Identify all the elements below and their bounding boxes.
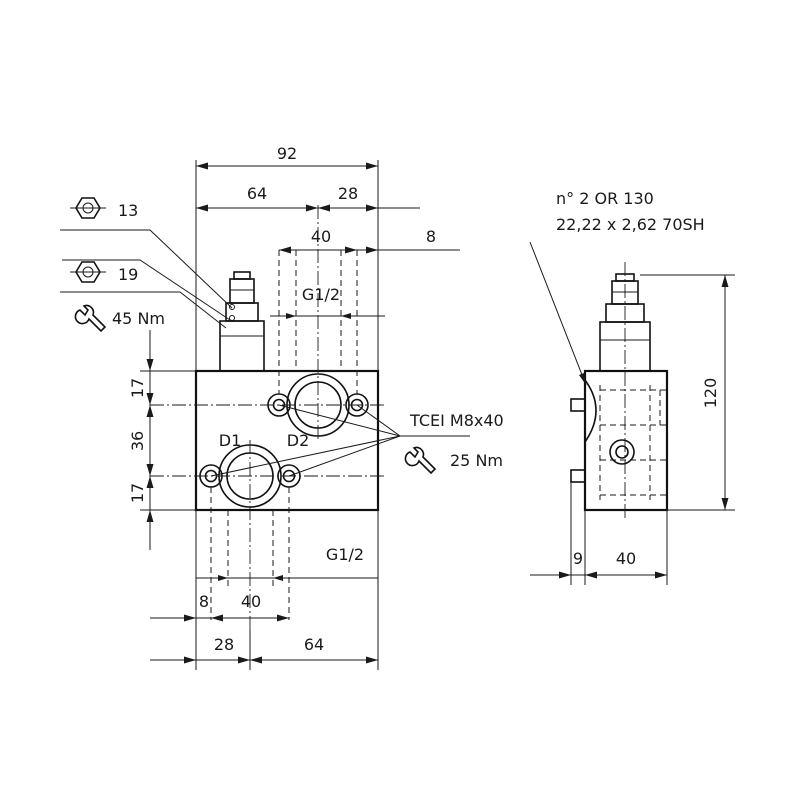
dim-vertical-bottom: 17 [128,483,147,503]
dim-port-spacing-top: 40 [311,227,331,246]
dim-bottom-right: 64 [304,635,324,654]
side-cartridge [599,273,651,372]
bolt-torque: 25 Nm [450,451,503,470]
dim-side-offset: 9 [573,549,583,568]
dim-port-spacing-bottom: 40 [241,592,261,611]
seal-line-2: 22,22 x 2,62 70SH [556,215,705,234]
wrench-size-small: 13 [118,201,138,220]
dim-vertical-middle: 36 [128,431,147,451]
port-thread-bottom: G1/2 [326,545,364,564]
port-d2-label: D2 [287,431,310,450]
port-d1-label: D1 [219,431,242,450]
bolt-spec: TCEI M8x40 [409,411,504,430]
dim-side-height: 120 [701,378,720,409]
hex-nut-icon [70,261,106,283]
wrench-size-large: 19 [118,265,138,284]
hex-nut-icon [70,197,106,219]
dim-left-segment: 64 [247,184,267,203]
wrench-icon [74,304,107,333]
front-cartridge [219,271,265,372]
dim-port-offset-top: 8 [426,227,436,246]
dim-bottom-left: 28 [214,635,234,654]
port-thread-top: G1/2 [302,285,340,304]
wrench-icon [404,446,437,475]
dim-side-width: 40 [616,549,636,568]
cartridge-torque: 45 Nm [112,309,165,328]
dim-vertical-top: 17 [128,378,147,398]
seal-line-1: n° 2 OR 130 [556,189,654,208]
dim-port-offset-bottom: 8 [199,592,209,611]
dim-overall-width: 92 [277,144,297,163]
dim-right-segment: 28 [338,184,358,203]
